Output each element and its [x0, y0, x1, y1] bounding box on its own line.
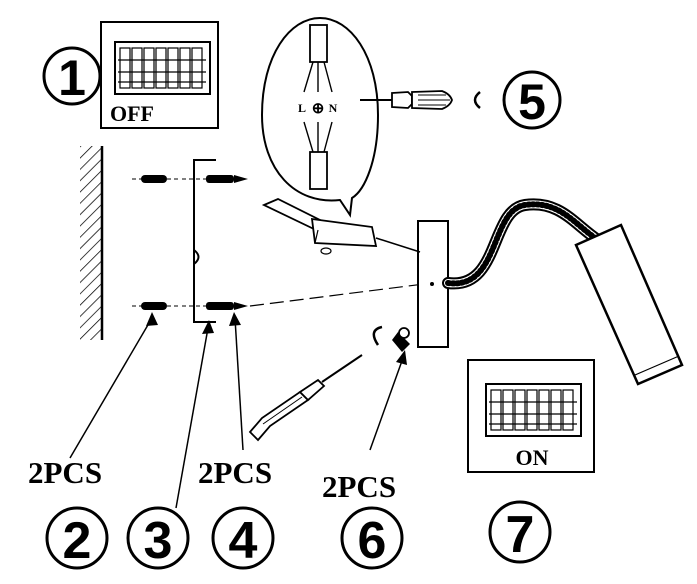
step-7-circle [488, 500, 552, 564]
wall [80, 146, 104, 340]
step-2-callout: 2 [45, 506, 109, 570]
screw-bottom [182, 302, 248, 310]
flexible-arm [442, 198, 604, 290]
wall-plug-top [132, 175, 180, 183]
breaker-panel-on: ON [467, 359, 595, 473]
step-5-circle [502, 70, 562, 130]
step-2-circle [45, 506, 109, 570]
step-6-quantity: 2PCS [322, 469, 396, 504]
step-2-quantity: 2PCS [28, 455, 102, 490]
step-3-callout: 3 [126, 506, 190, 570]
cable-top-sleeve [309, 24, 328, 63]
step-1-number: 1 [58, 50, 86, 106]
wire-neutral-label: N [329, 101, 338, 115]
step-5-callout: 5 [502, 70, 562, 130]
wire-live-label: L [298, 101, 306, 115]
step-4-number: 4 [229, 512, 258, 570]
step-4-callout: 4 [211, 506, 275, 570]
screwdriver-top-icon [360, 90, 481, 110]
on-label: ON [516, 445, 549, 470]
step-5-number: 5 [518, 74, 546, 130]
earth-icon: ⊕ [312, 101, 325, 117]
breaker-panel-off: OFF [100, 21, 219, 129]
step-6-number: 6 [358, 512, 387, 570]
screwdriver-bottom-icon [248, 325, 410, 442]
step-4-quantity: 2PCS [198, 455, 272, 490]
step-7-callout: 7 [488, 500, 552, 564]
screw-top [182, 175, 248, 183]
step-6-circle [340, 506, 404, 570]
wiring-callout: L ⊕ N [260, 16, 380, 218]
lamp-head [574, 223, 684, 386]
wall-plug-bottom [132, 302, 180, 310]
step-2-number: 2 [63, 512, 92, 570]
off-label: OFF [110, 101, 154, 126]
step-6-callout: 6 [340, 506, 404, 570]
leader-lines [69, 317, 404, 509]
step-3-number: 3 [144, 512, 173, 570]
step-3-circle [126, 506, 190, 570]
cable-bottom-sleeve [309, 151, 328, 190]
step-7-number: 7 [506, 506, 535, 564]
terminal-connector [261, 198, 421, 255]
mounting-bracket [193, 159, 216, 323]
step-4-circle [211, 506, 275, 570]
